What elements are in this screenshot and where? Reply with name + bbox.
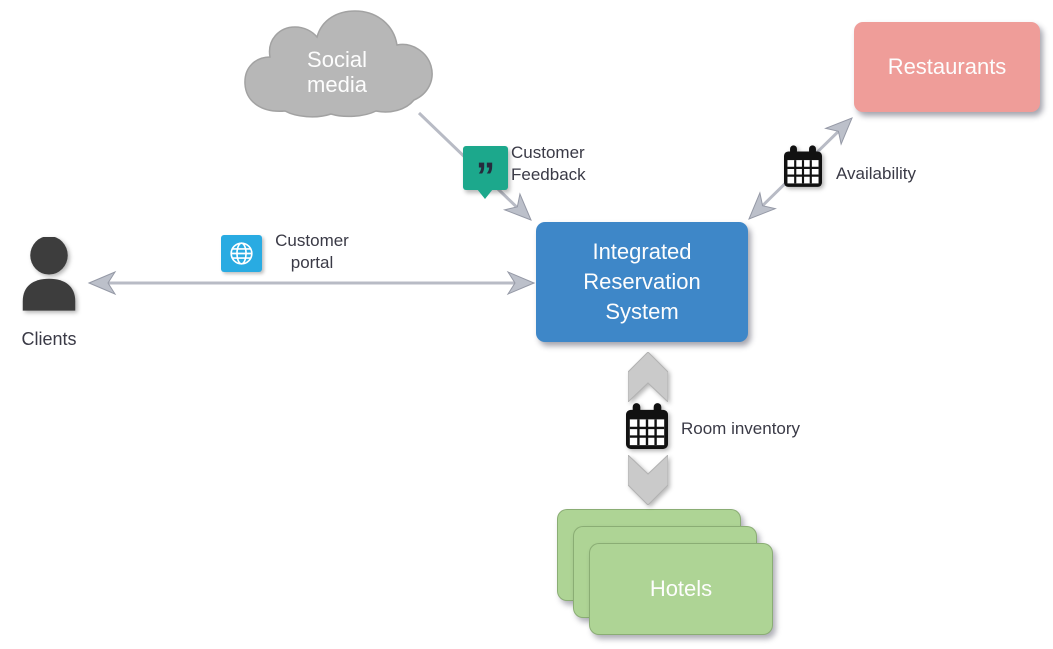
customer-portal-label-line1: Customer	[275, 231, 349, 250]
globe-glyph	[230, 242, 253, 265]
globe-icon	[221, 235, 262, 272]
customer-feedback-label-line1: Customer	[511, 143, 585, 162]
arrowhead-into-irs	[502, 192, 532, 221]
social-media-label-line2: media	[307, 72, 367, 97]
arrow-up-icon	[628, 352, 668, 402]
quote-icon: ”	[463, 146, 508, 199]
customer-portal-label-line2: portal	[290, 253, 334, 272]
social-media-label: Social media	[257, 47, 417, 97]
reservation-system-label-line3: System	[605, 299, 679, 324]
availability-label: Availability	[836, 164, 917, 183]
calendar-icon-availability	[784, 145, 822, 187]
reservation-system-label-line1: Integrated	[592, 239, 692, 264]
quote-bubble-tail	[477, 189, 493, 199]
reservation-system-label: Integrated Reservation System	[583, 237, 700, 327]
reservation-system-node: Integrated Reservation System	[536, 222, 748, 342]
restaurants-node: Restaurants	[854, 22, 1040, 112]
hotels-label: Hotels	[649, 576, 713, 601]
arrowhead-up-right	[824, 117, 853, 146]
reservation-system-label-line2: Reservation	[583, 269, 701, 294]
room-inventory-label: Room inventory	[681, 419, 801, 438]
customer-feedback-label: Customer Feedback	[511, 142, 586, 186]
arrow-down-icon	[628, 455, 668, 505]
arrowhead-down-left	[748, 191, 777, 220]
clients-label: Clients	[21, 329, 77, 349]
social-media-label-line1: Social	[307, 47, 367, 72]
arrowhead-left	[87, 270, 117, 296]
customer-feedback-label-line2: Feedback	[511, 165, 586, 184]
social-media-cloud	[244, 10, 433, 118]
restaurants-label: Restaurants	[887, 54, 1007, 79]
quote-glyph: ”	[476, 156, 495, 198]
person-icon	[22, 237, 76, 311]
customer-portal-label: Customer portal	[263, 230, 361, 274]
arrowhead-right	[506, 270, 536, 296]
cloud-shape	[244, 10, 433, 118]
calendar-icon-room-inventory	[626, 403, 668, 449]
hotels-node: Hotels	[589, 543, 773, 635]
